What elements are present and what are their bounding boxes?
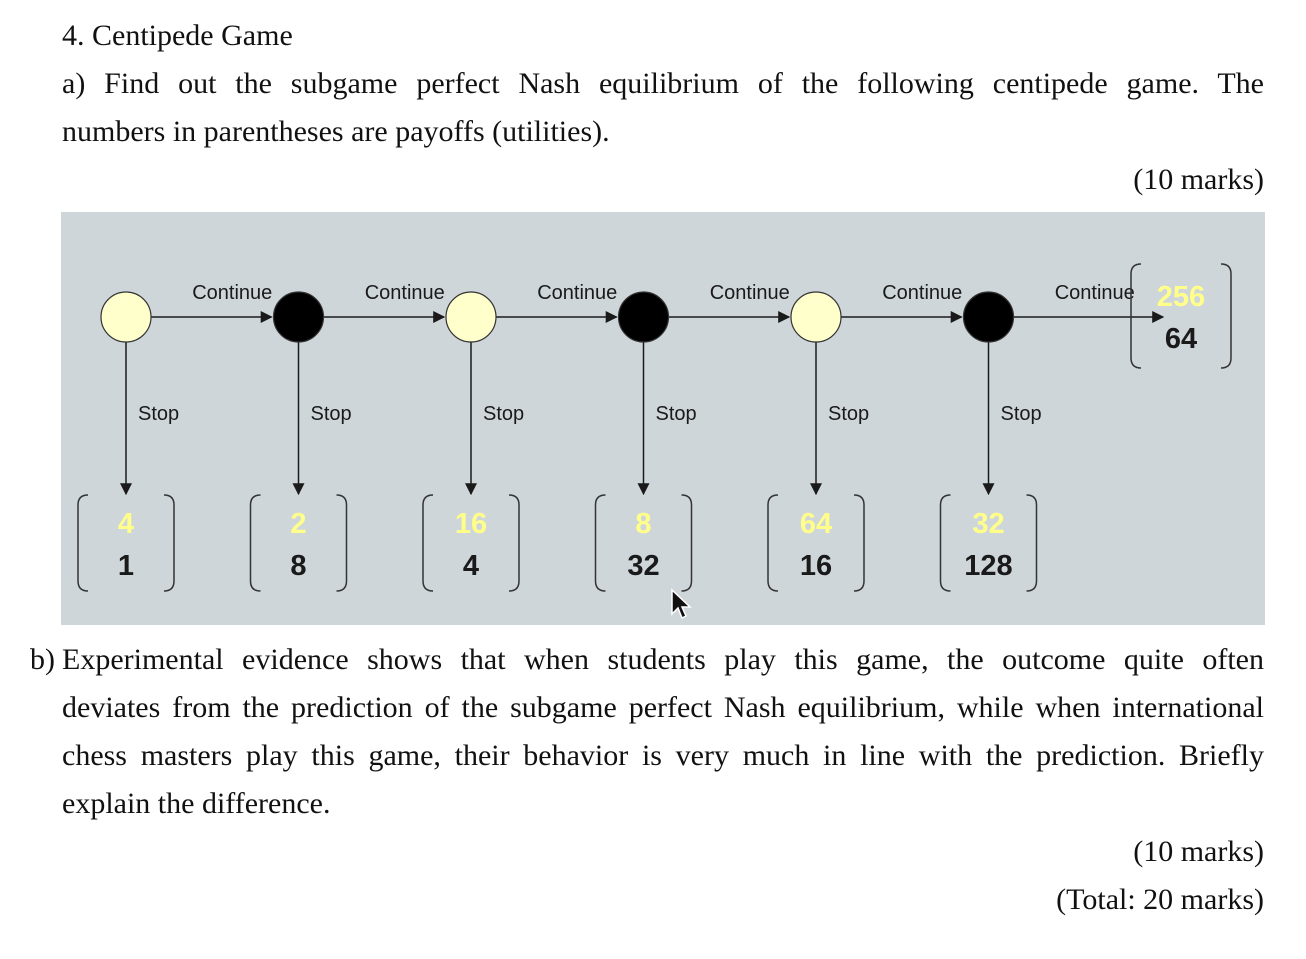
continue-label-5: Continue <box>882 282 962 304</box>
stop-payoff-5-left-bracket <box>767 494 779 592</box>
continue-label-1: Continue <box>192 282 272 304</box>
terminal-payoff-left-bracket <box>1130 263 1142 369</box>
stop-payoff-1-left-bracket <box>77 494 89 592</box>
part-a-line-2: numbers in parentheses are payoffs (util… <box>62 115 610 148</box>
continue-label-2: Continue <box>365 282 445 304</box>
stop-payoff-6-right-bracket <box>1026 494 1038 592</box>
question-title: 4. Centipede Game <box>62 19 293 52</box>
part-b-line-4: explain the difference. <box>62 787 331 820</box>
part-b-marks: (10 marks) <box>1133 835 1264 868</box>
stop-payoff-4-player-1: 8 <box>635 508 651 540</box>
stop-payoff-3-player-2: 4 <box>463 550 479 582</box>
stop-payoff-6-left-bracket <box>939 494 951 592</box>
stop-label-4: Stop <box>656 403 697 425</box>
stop-label-1: Stop <box>138 403 179 425</box>
terminal-payoff-player-1: 256 <box>1157 281 1205 313</box>
part-a-marks: (10 marks) <box>1133 163 1264 196</box>
total-marks: (Total: 20 marks) <box>1056 883 1264 916</box>
part-b-line-2: deviates from the prediction of the subg… <box>62 691 1264 724</box>
stop-payoff-3-left-bracket <box>422 494 434 592</box>
continue-label-3: Continue <box>537 282 617 304</box>
decision-node-4-player-2 <box>617 291 670 343</box>
continue-label-6: Continue <box>1055 282 1135 304</box>
stop-payoff-1-right-bracket <box>163 494 175 592</box>
stop-payoff-4-player-2: 32 <box>627 550 659 582</box>
stop-label-6: Stop <box>1001 403 1042 425</box>
part-b-line-3: chess masters play this game, their beha… <box>62 739 1264 772</box>
part-a-text: a) Find out the subgame perfect Nash equ… <box>62 60 1264 156</box>
continue-label-4: Continue <box>710 282 790 304</box>
part-b-text: Experimental evidence shows that when st… <box>62 636 1264 828</box>
stop-payoff-2-right-bracket <box>336 494 348 592</box>
stop-label-3: Stop <box>483 403 524 425</box>
mouse-cursor-icon <box>671 588 692 620</box>
stop-payoff-6-player-2: 128 <box>964 550 1012 582</box>
stop-payoff-4-left-bracket <box>594 494 606 592</box>
decision-node-5-player-1 <box>790 291 842 343</box>
stop-payoff-4-right-bracket <box>681 494 693 592</box>
decision-node-1-player-1 <box>100 291 152 343</box>
stop-payoff-1-player-1: 4 <box>118 508 134 540</box>
terminal-payoff-right-bracket <box>1220 263 1232 369</box>
stop-payoff-2-player-2: 8 <box>290 550 306 582</box>
stop-payoff-2-player-1: 2 <box>290 508 306 540</box>
stop-label-2: Stop <box>311 403 352 425</box>
stop-payoff-1-player-2: 1 <box>118 550 134 582</box>
stop-payoff-2-left-bracket <box>249 494 261 592</box>
stop-payoff-5-right-bracket <box>853 494 865 592</box>
part-b-label: b) <box>30 643 55 676</box>
decision-node-3-player-1 <box>445 291 497 343</box>
decision-node-6-player-2 <box>962 291 1015 343</box>
terminal-payoff-player-2: 64 <box>1165 323 1197 355</box>
stop-payoff-3-player-1: 16 <box>455 508 487 540</box>
stop-payoff-5-player-2: 16 <box>800 550 832 582</box>
stop-payoff-3-right-bracket <box>508 494 520 592</box>
stop-payoff-6-player-1: 32 <box>972 508 1004 540</box>
decision-node-2-player-2 <box>272 291 325 343</box>
part-b-line-1: Experimental evidence shows that when st… <box>62 643 1264 676</box>
stop-payoff-5-player-1: 64 <box>800 508 832 540</box>
part-a-line-1: a) Find out the subgame perfect Nash equ… <box>62 67 1264 100</box>
stop-label-5: Stop <box>828 403 869 425</box>
